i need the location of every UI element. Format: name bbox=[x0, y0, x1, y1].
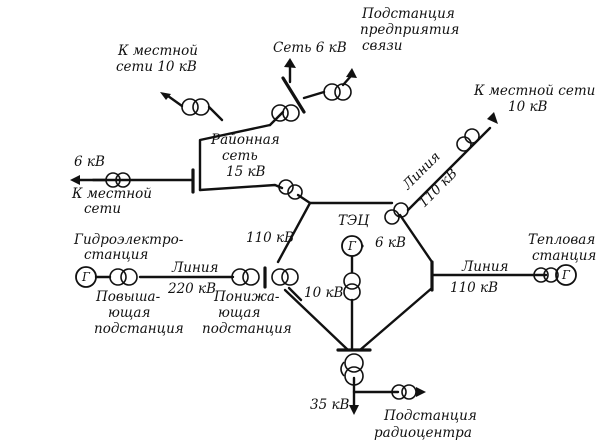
label-local-left-1: К местной bbox=[71, 186, 152, 202]
generator-thermal: Г bbox=[533, 264, 577, 286]
label-thermal-2: станция bbox=[532, 248, 596, 264]
transformer-local-right bbox=[456, 128, 480, 152]
transformer-tec-vertical bbox=[343, 272, 361, 301]
label-line220-1: Линия bbox=[171, 260, 219, 276]
label-hydro-2: станция bbox=[84, 247, 148, 263]
transformers bbox=[105, 83, 480, 400]
label-step-down-2: ющая bbox=[218, 305, 260, 321]
svg-text:Г: Г bbox=[347, 239, 357, 253]
transformer-bottom bbox=[340, 353, 364, 386]
label-line110-right-2: 110 кВ bbox=[450, 280, 498, 296]
label-35kv: 35 кВ bbox=[310, 397, 350, 413]
transformer-comm bbox=[302, 83, 352, 101]
arrow-local-top bbox=[160, 92, 171, 100]
label-110kv-left: 110 кВ bbox=[246, 230, 294, 246]
transformer-district bbox=[278, 179, 303, 200]
arrow-6kv-left bbox=[70, 175, 80, 185]
transformer-6kv-grid bbox=[271, 104, 300, 122]
label-radio-2: радиоцентра bbox=[374, 425, 472, 441]
label-local-right-2: 10 кВ bbox=[508, 99, 548, 115]
svg-text:Г: Г bbox=[561, 268, 571, 282]
generator-tec: Г bbox=[341, 235, 363, 257]
transformer-step-down bbox=[231, 268, 299, 286]
generators: Г Г Г bbox=[75, 235, 577, 288]
label-step-up-3: подстанция bbox=[94, 321, 184, 337]
label-hydro-1: Гидроэлектро- bbox=[73, 232, 184, 248]
label-local-right-1: К местной сети bbox=[473, 83, 595, 99]
label-grid-6kv: Сеть 6 кВ bbox=[273, 40, 347, 56]
label-local-top-2: сети 10 кВ bbox=[116, 59, 197, 75]
label-substation-comm-2: предприятия bbox=[360, 22, 459, 38]
label-local-top-1: К местной bbox=[117, 43, 198, 59]
label-10kv-center: 10 кВ bbox=[304, 285, 344, 301]
arrow-comm bbox=[346, 68, 357, 78]
label-local-left-2: сети bbox=[84, 201, 121, 217]
label-line110-right-1: Линия bbox=[461, 259, 509, 275]
generator-hydro: Г bbox=[75, 266, 112, 288]
transformer-tec-line bbox=[384, 202, 409, 225]
label-step-down-3: подстанция bbox=[202, 321, 292, 337]
label-line220-2: 220 кВ bbox=[167, 281, 216, 297]
arrow-6kv bbox=[284, 58, 296, 68]
arrow-radio bbox=[416, 387, 426, 397]
label-substation-comm-1: Подстанция bbox=[361, 6, 455, 22]
label-6kv-left: 6 кВ bbox=[74, 154, 105, 170]
main-wiring bbox=[91, 110, 548, 407]
label-substation-comm-3: связи bbox=[362, 38, 402, 54]
label-tec: ТЭЦ bbox=[338, 213, 370, 229]
transformer-step-up bbox=[109, 268, 138, 286]
arrow-35kv bbox=[349, 405, 359, 415]
label-step-up-1: Повыша- bbox=[95, 289, 161, 305]
label-district-3: 15 кВ bbox=[226, 164, 266, 180]
bus-6kv-top bbox=[281, 76, 306, 114]
arrows bbox=[70, 58, 498, 415]
labels: Подстанция предприятия связи К местной с… bbox=[71, 6, 596, 441]
label-radio-1: Подстанция bbox=[383, 408, 477, 424]
label-thermal-1: Тепловая bbox=[528, 232, 595, 248]
svg-text:Г: Г bbox=[81, 270, 91, 284]
label-step-up-2: ющая bbox=[108, 305, 150, 321]
label-step-down-1: Понижа- bbox=[213, 289, 280, 305]
label-tec-6kv: 6 кВ bbox=[375, 235, 406, 251]
label-district-2: сеть bbox=[222, 148, 258, 164]
transformer-local-top bbox=[181, 98, 224, 122]
arrow-local-right bbox=[487, 112, 498, 124]
label-district-1: Районная bbox=[210, 132, 280, 148]
